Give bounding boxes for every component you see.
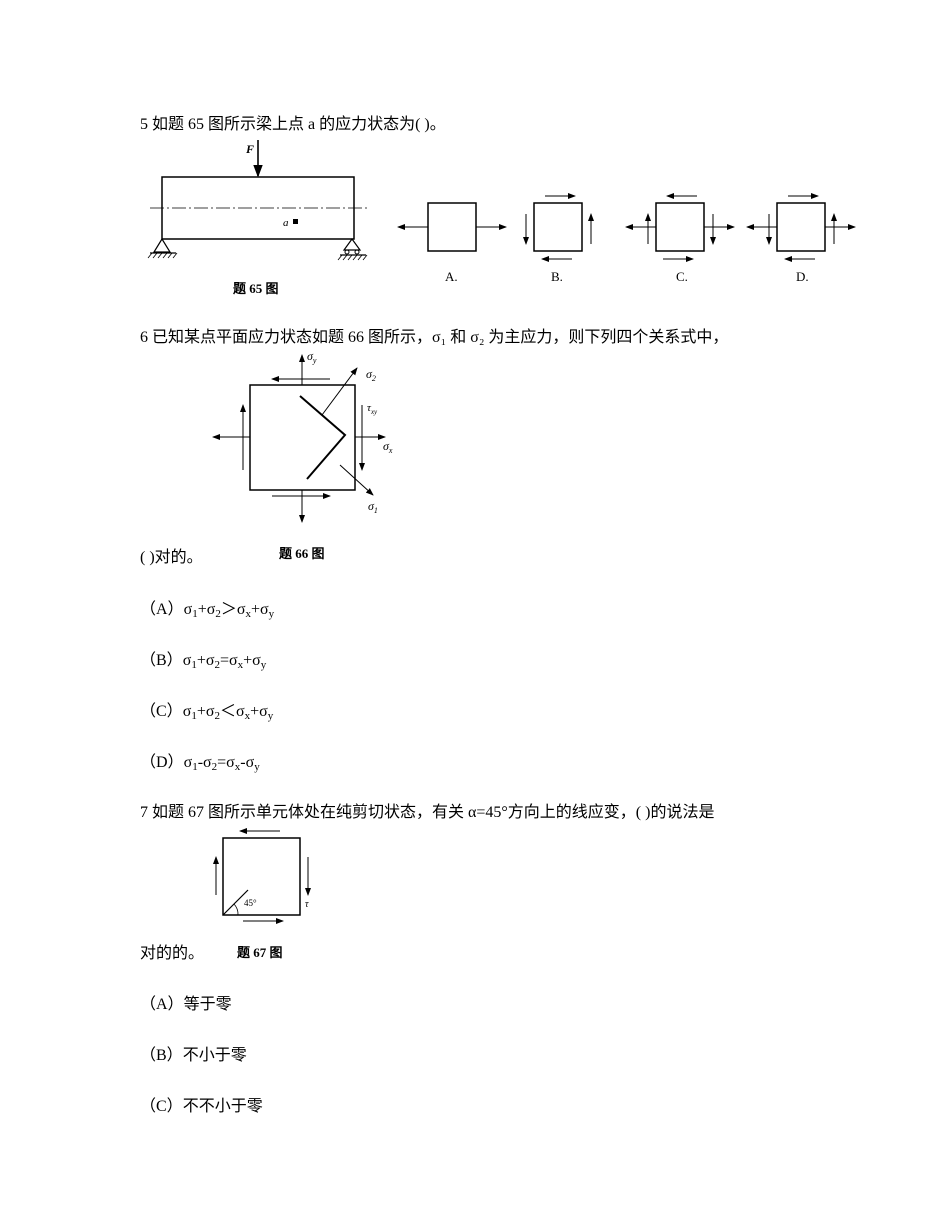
fig66-caption: 题 66 图: [279, 546, 325, 561]
choice-c-label: C.: [676, 269, 688, 284]
choice-b-label: B.: [551, 269, 563, 284]
q6-option-d: （D）σ1-σ2=σx-σy: [140, 754, 260, 773]
q7-option-c: （C）不不小于零: [140, 1098, 263, 1115]
q7-text-cont: 对的的。: [140, 945, 205, 962]
fig67-element: 45° τ 题 67 图: [213, 828, 311, 960]
tau-label: τ: [305, 899, 309, 910]
point-a-label: a: [283, 217, 289, 229]
q6-option-b: （B）σ1+σ2=σx+σy: [140, 652, 267, 671]
q5-text: 5 如题 65 图所示梁上点 a 的应力状态为( )。: [140, 116, 446, 133]
q7-option-b: （B）不小于零: [140, 1047, 247, 1064]
choice-a-element: A.: [397, 202, 507, 284]
angle-label: 45°: [244, 898, 257, 908]
q6-text: 6 已知某点平面应力状态如题 66 图所示，σ₁ 和 σ₂ 为主应力，则下列四个…: [140, 329, 729, 346]
choice-c-element: C.: [625, 193, 735, 284]
choice-d-element: D.: [746, 193, 856, 284]
force-label: F: [245, 142, 254, 156]
fig65-caption: 题 65 图: [233, 281, 279, 296]
fig67-caption: 题 67 图: [237, 945, 283, 960]
q6-option-a: （A）σ1+σ2＞σx+σy: [140, 601, 275, 620]
svg-text:σx: σx: [383, 439, 393, 455]
choice-a-label: A.: [445, 269, 458, 284]
q7-text: 7 如题 67 图所示单元体处在纯剪切状态，有关 α=45°方向上的线应变，( …: [140, 804, 715, 821]
fig66-element: σy σ2 τxy σx σ1 题 66 图: [212, 349, 393, 561]
q7-option-a: （A）等于零: [140, 996, 232, 1013]
choice-d-label: D.: [796, 269, 809, 284]
q6-text-cont: ( )对的。: [140, 549, 203, 566]
svg-text:τxy: τxy: [367, 402, 378, 416]
svg-text:σ1: σ1: [368, 499, 378, 515]
q6-option-c: （C）σ1+σ2＜σx+σy: [140, 703, 274, 722]
choice-b-element: B.: [523, 193, 594, 284]
svg-text:σ2: σ2: [366, 367, 376, 383]
svg-text:σy: σy: [307, 349, 317, 365]
